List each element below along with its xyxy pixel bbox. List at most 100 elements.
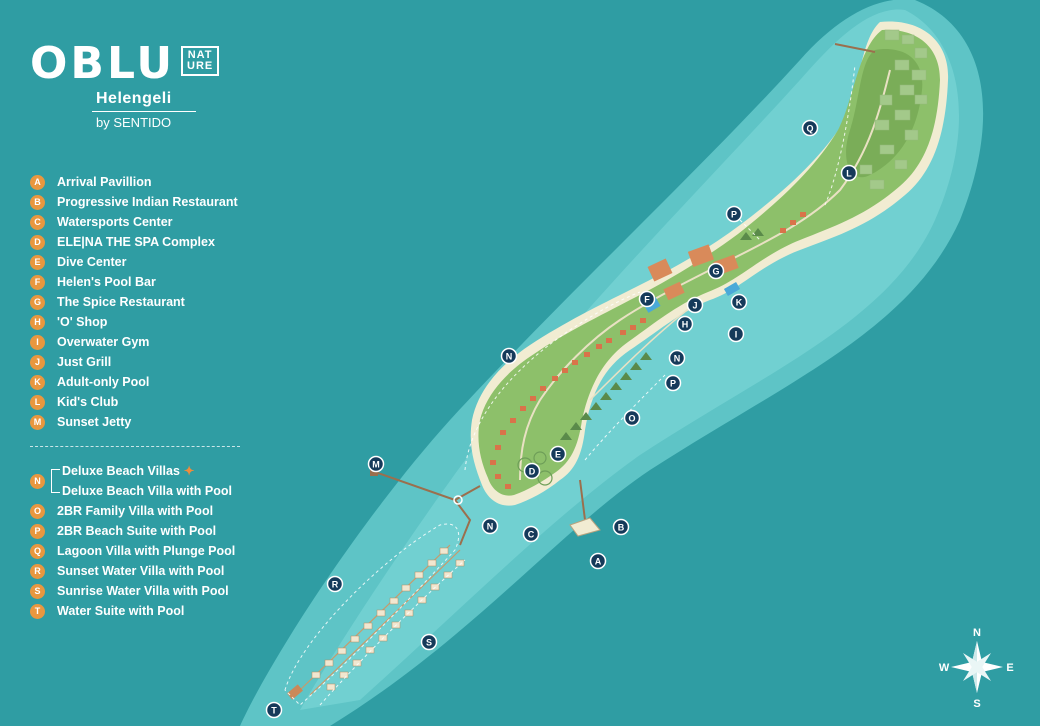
- map-marker-i[interactable]: I: [727, 325, 745, 343]
- map-marker-label: A: [595, 557, 602, 567]
- map-marker-label: L: [846, 169, 852, 179]
- legend-badge: E: [30, 254, 45, 270]
- map-marker-label: K: [736, 298, 743, 308]
- legend-badge: A: [30, 174, 45, 190]
- map-marker-label: P: [731, 210, 737, 220]
- legend-label: Sunset Water Villa with Pool: [57, 564, 225, 578]
- map-marker-label: J: [692, 301, 697, 311]
- legend-item-j: J Just Grill: [30, 352, 246, 372]
- legend-badge: O: [30, 503, 45, 519]
- legend-item-a: A Arrival Pavillion: [30, 172, 246, 192]
- map-marker-label: M: [372, 460, 380, 470]
- map-marker-r[interactable]: R: [326, 575, 344, 593]
- map-marker-f[interactable]: F: [638, 290, 656, 308]
- map-marker-label: I: [735, 330, 738, 340]
- map-marker-j[interactable]: J: [686, 296, 704, 314]
- map-marker-t[interactable]: T: [265, 701, 283, 719]
- map-marker-c[interactable]: C: [522, 525, 540, 543]
- legend-badge: C: [30, 214, 45, 230]
- legend-label: Arrival Pavillion: [57, 175, 152, 189]
- map-marker-a[interactable]: A: [589, 552, 607, 570]
- legend-badge: T: [30, 603, 45, 619]
- legend-badge: Q: [30, 543, 45, 559]
- legend-badge: H: [30, 314, 45, 330]
- map-marker-o[interactable]: O: [623, 409, 641, 427]
- map-marker-label: D: [529, 467, 536, 477]
- legend-badge: M: [30, 414, 45, 430]
- map-marker-k[interactable]: K: [730, 293, 748, 311]
- legend-label: The Spice Restaurant: [57, 295, 185, 309]
- legend-badge: K: [30, 374, 45, 390]
- legend-badge: B: [30, 194, 45, 210]
- map-marker-s[interactable]: S: [420, 633, 438, 651]
- logo-nature-top: NAT: [187, 49, 213, 61]
- legend-badge: F: [30, 274, 45, 290]
- legend-label: ELE|NA THE SPA Complex: [57, 235, 215, 249]
- legend-label: Progressive Indian Restaurant: [57, 195, 238, 209]
- resort-logo: OBLU NAT URE Helengeli by SENTIDO: [30, 38, 250, 130]
- map-marker-label: N: [487, 522, 494, 532]
- legend-label: Kid's Club: [57, 395, 119, 409]
- map-marker-p[interactable]: P: [664, 374, 682, 392]
- logo-nature-bottom: URE: [187, 60, 214, 72]
- legend-label: Lagoon Villa with Plunge Pool: [57, 544, 236, 558]
- map-marker-p[interactable]: P: [725, 205, 743, 223]
- legend-label: Dive Center: [57, 255, 127, 269]
- map-marker-l[interactable]: L: [840, 164, 858, 182]
- compass-south: S: [973, 698, 980, 710]
- logo-brand: OBLU: [30, 38, 176, 89]
- map-marker-label: G: [712, 267, 719, 277]
- legend-item-q: Q Lagoon Villa with Plunge Pool: [30, 541, 246, 561]
- legend-label: Watersports Center: [57, 215, 173, 229]
- map-marker-h[interactable]: H: [676, 315, 694, 333]
- legend-item-c: C Watersports Center: [30, 212, 246, 232]
- map-marker-n[interactable]: N: [668, 349, 686, 367]
- legend-brace: [51, 469, 60, 493]
- legend-label-deluxe-beach-villa-pool: Deluxe Beach Villa with Pool: [62, 484, 232, 498]
- map-marker-b[interactable]: B: [612, 518, 630, 536]
- map-marker-e[interactable]: E: [549, 445, 567, 463]
- map-marker-label: T: [271, 706, 277, 716]
- map-marker-label: C: [528, 530, 535, 540]
- map-marker-label: N: [674, 354, 681, 364]
- legend-badge: J: [30, 354, 45, 370]
- star-icon: ✦: [183, 464, 195, 478]
- map-marker-n[interactable]: N: [500, 347, 518, 365]
- logo-by-line: by SENTIDO: [96, 115, 172, 130]
- legend-label: 'O' Shop: [57, 315, 108, 329]
- map-marker-g[interactable]: G: [707, 262, 725, 280]
- legend-item-s: S Sunrise Water Villa with Pool: [30, 581, 246, 601]
- jetty: [374, 43, 876, 546]
- legend-label: Helen's Pool Bar: [57, 275, 156, 289]
- map-marker-m[interactable]: M: [367, 455, 385, 473]
- legend-label-deluxe-beach-villas: Deluxe Beach Villas✦: [62, 464, 195, 478]
- legend-label: Sunset Jetty: [57, 415, 132, 429]
- legend-item-e: E Dive Center: [30, 252, 246, 272]
- legend-badge: S: [30, 583, 45, 599]
- legend-item-b: B Progressive Indian Restaurant: [30, 192, 246, 212]
- map-marker-label: O: [628, 414, 635, 424]
- legend-divider: [30, 446, 240, 447]
- map-marker-label: P: [670, 379, 676, 389]
- legend-badge: G: [30, 294, 45, 310]
- logo-resort-name: Helengeli: [96, 90, 172, 107]
- legend-badge: I: [30, 334, 45, 350]
- map-marker-label: H: [682, 320, 689, 330]
- legend-label: 2BR Beach Suite with Pool: [57, 524, 217, 538]
- map-marker-label: R: [332, 580, 339, 590]
- compass-north: N: [973, 627, 981, 639]
- map-marker-d[interactable]: D: [523, 462, 541, 480]
- map-marker-label: S: [426, 638, 432, 648]
- map-marker-n[interactable]: N: [481, 517, 499, 535]
- legend-label: Just Grill: [57, 355, 112, 369]
- legend-label: Sunrise Water Villa with Pool: [57, 584, 229, 598]
- map-marker-q[interactable]: Q: [801, 119, 819, 137]
